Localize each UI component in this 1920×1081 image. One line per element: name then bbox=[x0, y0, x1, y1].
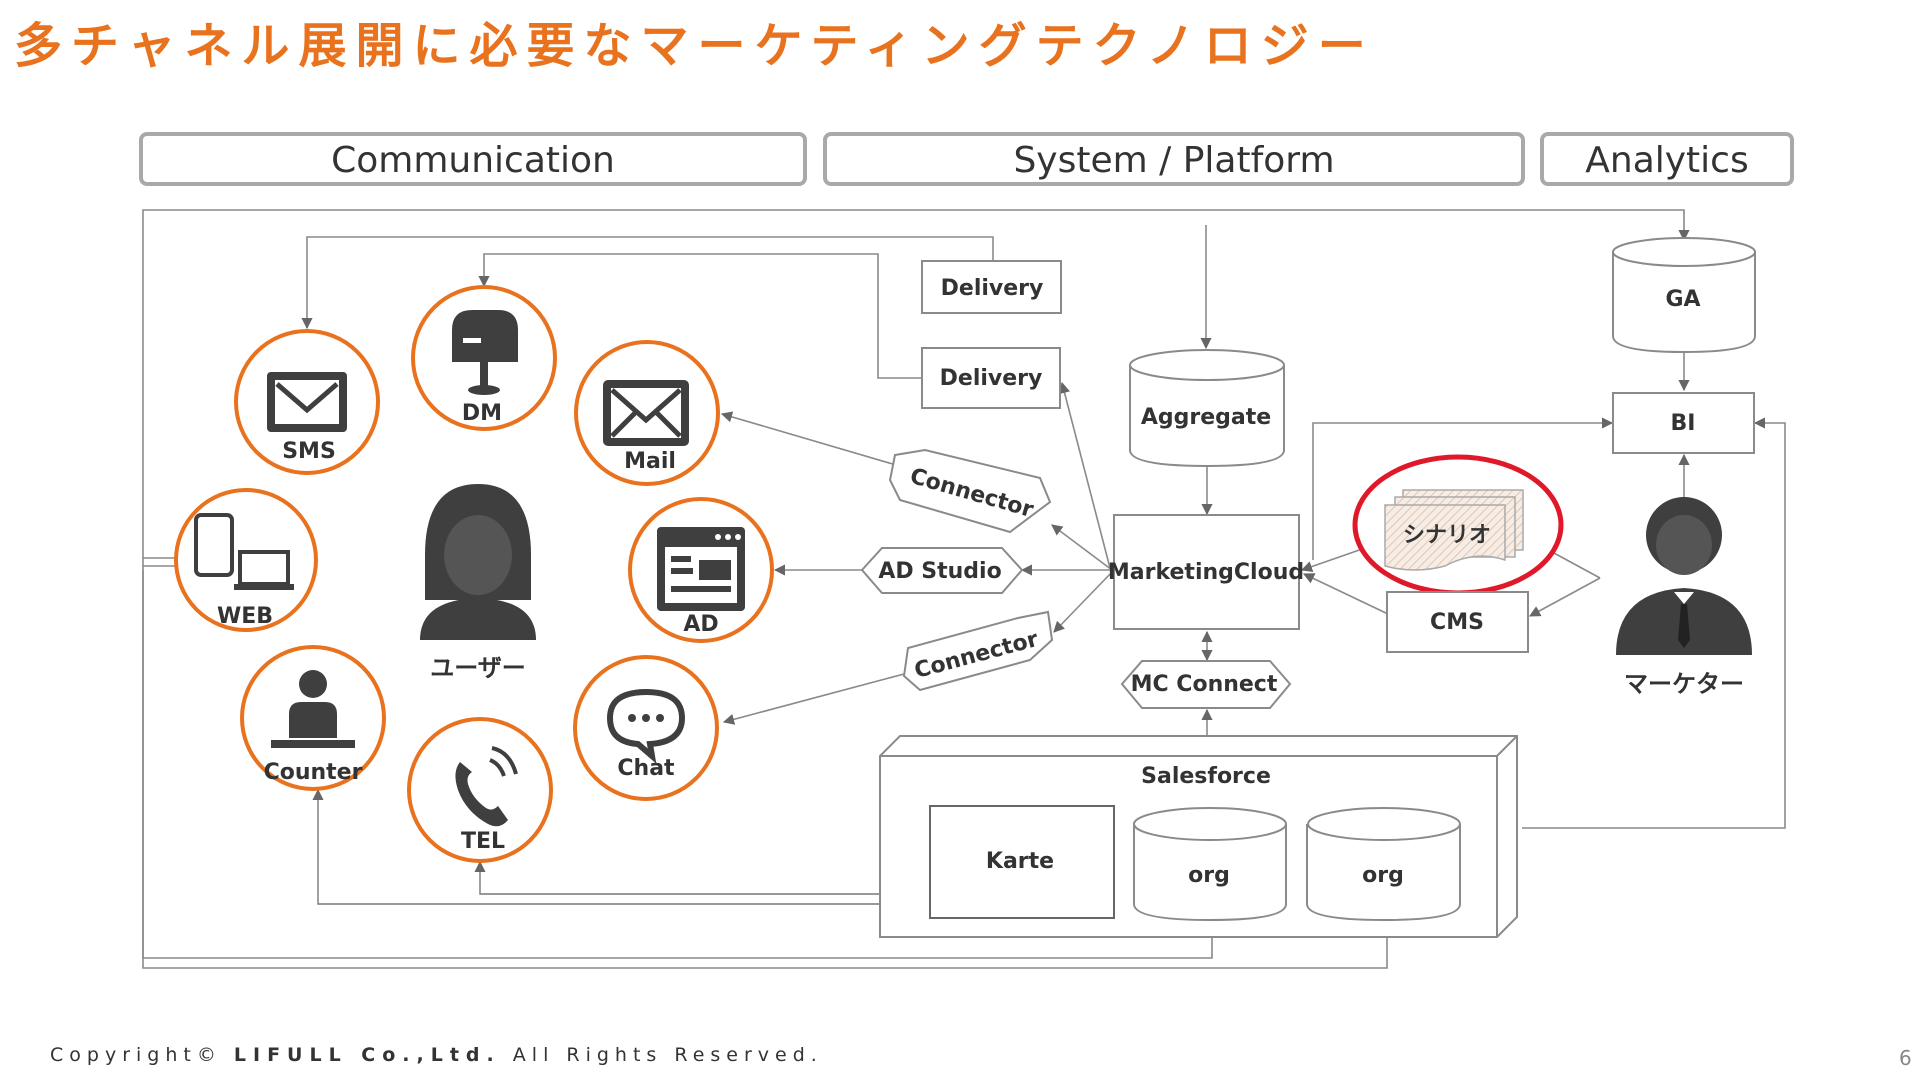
org-database-2: org bbox=[1306, 807, 1461, 922]
user-icon bbox=[420, 484, 536, 640]
channel-counter: Counter bbox=[240, 645, 386, 791]
svg-text:GA: GA bbox=[1665, 287, 1700, 312]
svg-text:TEL: TEL bbox=[461, 829, 505, 854]
scenario-documents: シナリオ bbox=[1352, 454, 1564, 596]
marketing-cloud-box: MarketingCloud bbox=[1108, 514, 1304, 630]
svg-text:DM: DM bbox=[462, 401, 502, 426]
svg-text:org: org bbox=[1188, 863, 1230, 888]
svg-text:Karte: Karte bbox=[986, 849, 1054, 874]
header-communication: Communication bbox=[139, 132, 807, 186]
svg-text:Counter: Counter bbox=[264, 760, 363, 785]
svg-text:org: org bbox=[1362, 863, 1404, 888]
svg-text:シナリオ: シナリオ bbox=[1403, 523, 1491, 548]
devices-icon bbox=[194, 513, 294, 590]
svg-text:System / Platform: System / Platform bbox=[1013, 140, 1334, 181]
svg-text:Mail: Mail bbox=[624, 449, 676, 474]
sms-envelope-icon bbox=[267, 372, 347, 432]
page-title: 多チャネル展開に必要なマーケティングテクノロジー bbox=[14, 18, 1375, 74]
delivery-box-2: Delivery bbox=[921, 347, 1061, 409]
phone-icon bbox=[455, 746, 518, 827]
svg-text:WEB: WEB bbox=[217, 604, 273, 629]
connector-top: Connector bbox=[888, 448, 1052, 534]
channel-tel: TEL bbox=[407, 717, 553, 863]
browser-ad-icon bbox=[657, 527, 745, 611]
svg-text:CMS: CMS bbox=[1430, 610, 1484, 635]
company-name: LIFULL Co.,Ltd. bbox=[233, 1044, 501, 1066]
svg-text:Delivery: Delivery bbox=[941, 276, 1044, 301]
svg-text:AD Studio: AD Studio bbox=[878, 559, 1001, 584]
chat-bubble-icon bbox=[606, 688, 686, 764]
ad-studio: AD Studio bbox=[860, 547, 1024, 594]
mail-envelope-icon bbox=[603, 380, 689, 446]
svg-text:BI: BI bbox=[1671, 411, 1696, 436]
channel-dm: DM bbox=[411, 285, 557, 431]
mc-connect: MC Connect bbox=[1120, 660, 1292, 709]
cms-box: CMS bbox=[1386, 591, 1529, 653]
svg-text:Analytics: Analytics bbox=[1585, 140, 1748, 181]
karte-box: Karte bbox=[929, 805, 1115, 919]
channel-web: WEB bbox=[174, 488, 318, 632]
svg-text:Aggregate: Aggregate bbox=[1141, 405, 1271, 430]
channel-sms: SMS bbox=[234, 329, 380, 475]
aggregate-database: Aggregate bbox=[1129, 349, 1285, 468]
copyright-footer: Copyright© LIFULL Co.,Ltd. All Rights Re… bbox=[50, 1044, 823, 1066]
svg-text:SMS: SMS bbox=[282, 439, 336, 464]
channel-mail: Mail bbox=[574, 340, 720, 486]
svg-text:AD: AD bbox=[683, 612, 718, 637]
delivery-box-1: Delivery bbox=[921, 260, 1062, 314]
bi-box: BI bbox=[1612, 392, 1755, 454]
ga-database: GA bbox=[1612, 237, 1756, 354]
header-system-platform: System / Platform bbox=[823, 132, 1525, 186]
svg-text:MC Connect: MC Connect bbox=[1131, 672, 1278, 697]
connector-lines bbox=[142, 209, 1786, 969]
svg-text:Salesforce: Salesforce bbox=[1141, 764, 1271, 789]
svg-text:ユーザー: ユーザー bbox=[430, 654, 526, 682]
header-analytics: Analytics bbox=[1540, 132, 1794, 186]
user-figure: ユーザー bbox=[420, 484, 536, 682]
marketer-figure: マーケター bbox=[1616, 497, 1752, 698]
svg-text:Communication: Communication bbox=[331, 140, 615, 181]
org-database-1: org bbox=[1133, 807, 1287, 922]
page-number: 6 bbox=[1899, 1046, 1912, 1070]
svg-text:MarketingCloud: MarketingCloud bbox=[1108, 560, 1304, 585]
copyright-prefix: Copyright© bbox=[50, 1044, 222, 1066]
svg-text:Delivery: Delivery bbox=[940, 366, 1043, 391]
channel-chat: Chat bbox=[573, 655, 719, 801]
counter-staff-icon bbox=[271, 670, 355, 748]
channel-ad: AD bbox=[628, 497, 774, 643]
mailbox-icon bbox=[452, 310, 518, 395]
connector-bottom: Connector bbox=[902, 610, 1054, 692]
rights-text: All Rights Reserved. bbox=[512, 1044, 823, 1066]
svg-text:マーケター: マーケター bbox=[1624, 670, 1744, 698]
businessman-icon bbox=[1616, 497, 1752, 655]
svg-text:Chat: Chat bbox=[617, 756, 675, 781]
